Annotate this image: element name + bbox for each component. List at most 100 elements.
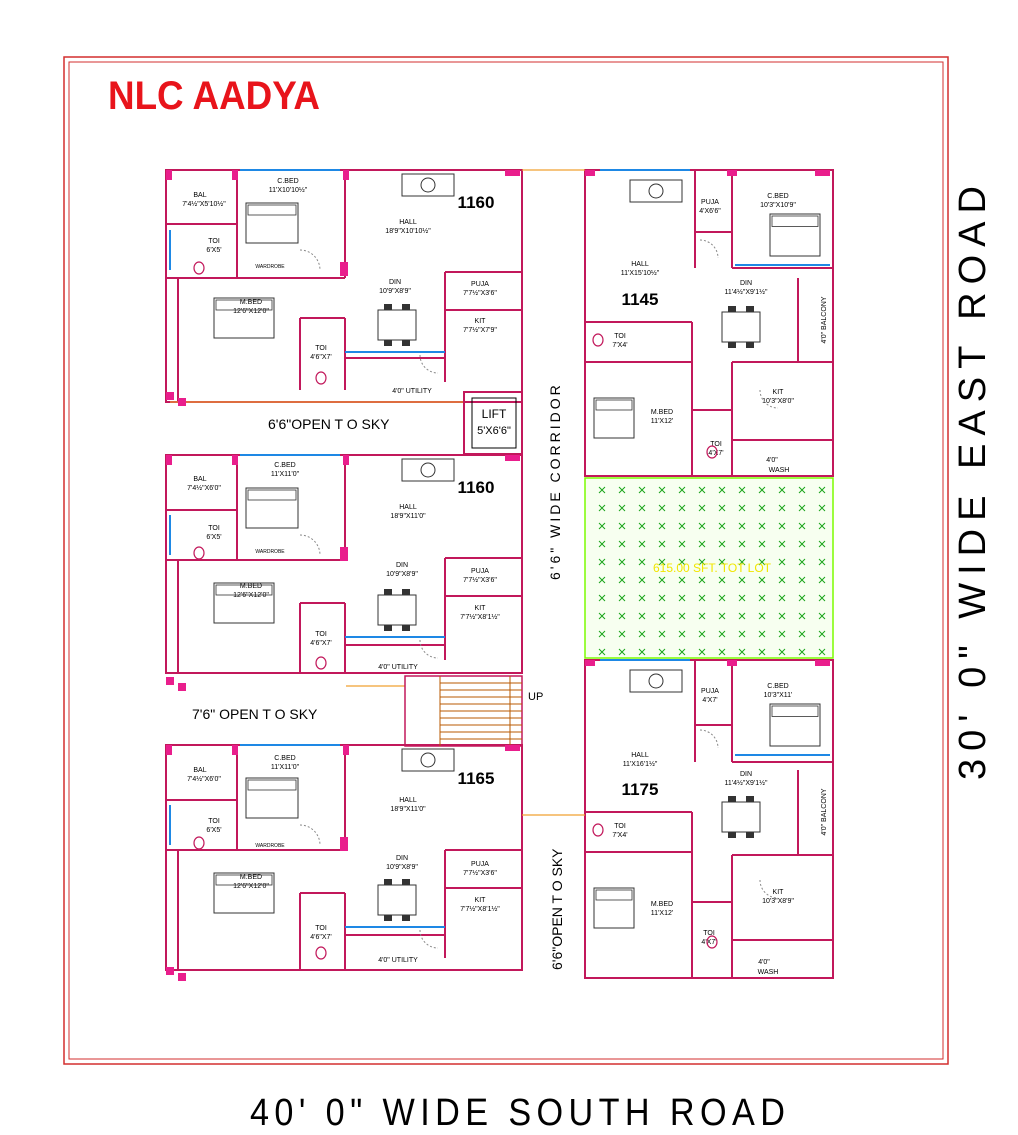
u4-toi2-size: 4'X7' [708,450,723,457]
tot-lot-x-mark [698,630,706,638]
column-icon [727,660,737,666]
tot-lot-x-mark [658,594,666,602]
tot-lot-x-mark [778,648,786,656]
tot-lot-x-mark [678,486,686,494]
u2-bal-size: 7'4½"X6'0" [187,484,221,492]
toilet-icon [706,935,718,949]
tot-lot-x-mark [658,522,666,530]
u5-balcony: 4'0" BALCONY [821,788,828,835]
tot-lot-x-mark [778,522,786,530]
u4-toi1: TOI [614,333,626,340]
u1-hall-size: 18'9"X10'10½" [385,227,431,235]
u2-mbed: M.BED [240,583,262,590]
tot-lot-x-mark [678,558,686,566]
u2-toi2: TOI [315,631,327,638]
u1-wardrobe: WARDROBE [255,264,285,270]
bed-icon [245,202,299,244]
tot-lot-x-mark [718,576,726,584]
tot-lot-x-mark [658,648,666,656]
bed-icon [593,397,635,439]
tot-lot-x-mark [618,558,626,566]
toilet-icon [315,371,327,385]
project-title: NLC AADYA [108,74,320,118]
column-icon [340,547,348,561]
rug-icon [420,177,436,193]
u1-utility: 4'0" UTILITY [392,388,432,395]
column-icon [166,455,172,465]
chair-icon [402,879,410,885]
toilet-icon [592,333,604,347]
tot-lot-x-mark [818,594,826,602]
tot-lot-x-mark [698,612,706,620]
u1-din-size: 10'9"X8'9" [379,288,411,295]
tot-lot-x-mark [598,612,606,620]
open-sky-top-label: 6'6"OPEN T O SKY [268,416,390,432]
tot-lot-x-mark [758,486,766,494]
column-icon [815,660,830,666]
dining-table-icon [377,594,417,626]
u4-din: DIN [740,280,752,287]
door-swing-icon [759,879,779,899]
u5-hall-size: 11'X16'1½" [623,760,658,768]
tot-lot-x-mark [718,486,726,494]
tot-lot-x-mark [718,612,726,620]
tot-lot-area [584,477,834,659]
tot-lot-x-mark [758,630,766,638]
tot-lot-x-mark [778,576,786,584]
sofa-icon [401,748,455,772]
u3-toi1-size: 6'X5' [206,827,221,834]
u3-toi1: TOI [208,818,220,825]
u3-toi2: TOI [315,925,327,932]
tot-lot-x-mark [738,576,746,584]
u4-toi1-size: 7'X4' [612,342,627,349]
u3-kit: KIT [475,897,487,904]
u4-balcony: 4'0" BALCONY [821,296,828,343]
u5-cbed-size: 10'3"X11' [764,692,793,699]
rug-icon [420,462,436,478]
unit-1145-top-right [584,169,834,477]
dining-table-icon [377,309,417,341]
tot-lot-x-mark [758,612,766,620]
tot-lot-x-mark [718,648,726,656]
tot-lot-x-mark [698,648,706,656]
u3-din: DIN [396,855,408,862]
u4-puja-size: 4'X6'6" [699,208,721,215]
u4-din-size: 11'4½"X9'1½" [725,288,768,296]
column-icon [343,455,349,465]
unit-1145-labels: 1145 HALL 11'X15'10½" PUJA 4'X6'6" C.BED… [612,193,828,474]
staircase [404,675,523,747]
u4-area: 1145 [622,290,659,309]
u5-area: 1175 [622,780,659,799]
site-border-outer [63,56,949,1065]
column-icon [232,745,238,755]
u1-toi2-size: 4'6"X7' [310,354,332,361]
pillow-icon [215,299,273,311]
door-swing-icon [699,239,719,259]
tot-lot-x-mark [798,648,806,656]
chair-icon [402,915,410,921]
tot-lot-x-mark [598,540,606,548]
column-icon [340,837,348,851]
unit-1175-labels: 1175 HALL 11'X16'1½" PUJA 4'X7' C.BED 10… [612,683,828,976]
tot-lot-x-mark [618,486,626,494]
tot-lot-x-mark [738,522,746,530]
sofa-icon [401,458,455,482]
u5-puja-size: 4'X7' [702,697,717,704]
tot-lot-x-mark [778,540,786,548]
door-swing-icon [419,929,439,949]
u3-area: 1165 [458,769,495,788]
tot-lot-x-mark [698,576,706,584]
chair-icon [384,304,392,310]
tot-lot-x-mark [598,522,606,530]
tot-lot-x-mark [718,630,726,638]
tot-lot-x-mark [818,576,826,584]
chair-icon [728,306,736,312]
u2-toi1-size: 6'X5' [206,534,221,541]
tot-lot-x-mark [638,540,646,548]
bed-icon [213,297,275,339]
tot-lot-x-mark [738,594,746,602]
toilet-icon [193,261,205,275]
chair-icon [402,304,410,310]
u3-toi2-size: 4'6"X7' [310,934,332,941]
u1-toi1: TOI [208,238,220,245]
